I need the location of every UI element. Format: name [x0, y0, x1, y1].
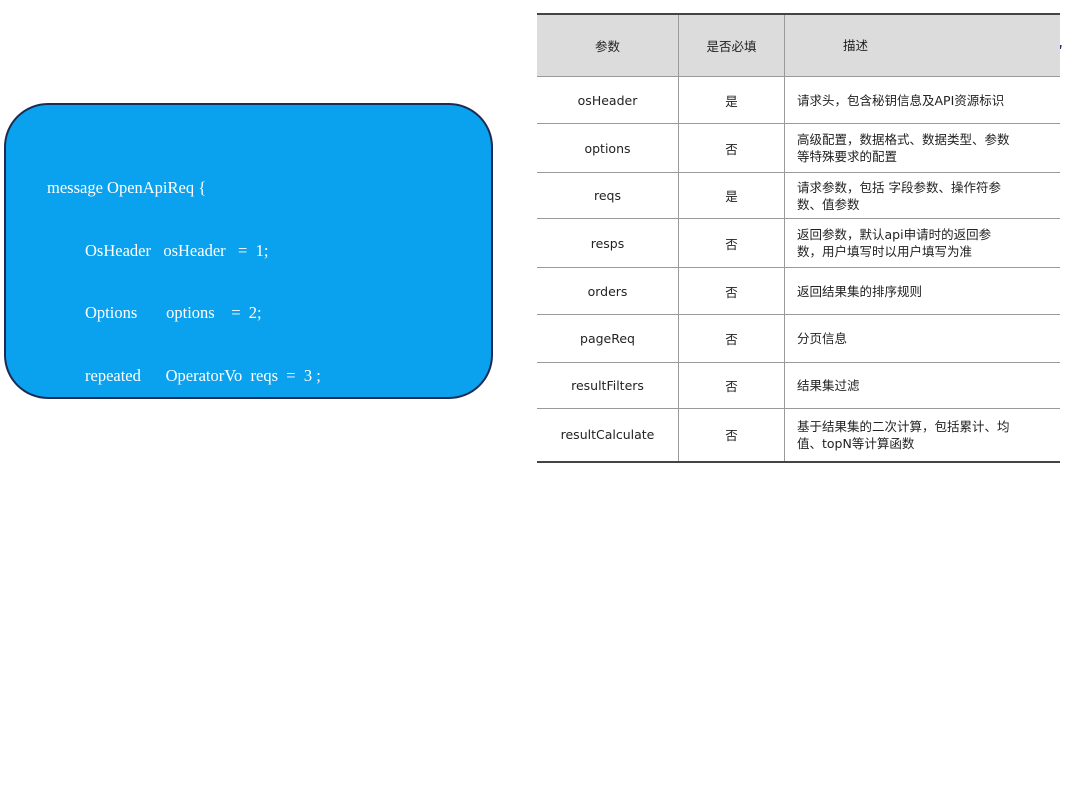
code-line: ResultCalculate resultCalculate = 8; [47, 678, 374, 701]
code-text: repeated string [85, 428, 216, 448]
params-table: 参数 是否必填 描述 osHeader 是 请求头，包含秘钥信息及API资源标识… [537, 13, 1060, 463]
param-cell: osHeader [537, 76, 679, 124]
description-cell: 分页信息 [784, 314, 1060, 363]
description-cell: 高级配置，数据格式、数据类型、参数等特殊要求的配置 [784, 123, 1060, 173]
code-line: Options options = 2; [47, 302, 374, 325]
code-text: = 4; [257, 428, 296, 448]
code-line: repeated string resps = 4; [47, 427, 374, 450]
code-text: repepted OperatorVo resulterFilters = 7; [85, 616, 374, 636]
header-required: 是否必填 [678, 14, 785, 77]
code-line: repeated OperatorVo reqs = 3 ; [47, 365, 374, 388]
header-param: 参数 [537, 14, 679, 77]
table-row: resps 否 返回参数，默认api申请时的返回参数，用户填写时以用户填写为准 [537, 218, 1060, 268]
description-cell: 返回参数，默认api申请时的返回参数，用户填写时以用户填写为准 [784, 218, 1060, 268]
description-cell: 基于结果集的二次计算，包括累计、均值、topN等计算函数 [784, 408, 1060, 463]
code-text: PageReq pageReq = 6; [85, 553, 269, 573]
table-row: orders 否 返回结果集的排序规则 [537, 267, 1060, 315]
table-row: osHeader 是 请求头，包含秘钥信息及API资源标识 [537, 76, 1060, 124]
required-cell: 否 [678, 123, 785, 173]
code-block: message OpenApiReq { OsHeader osHeader =… [47, 137, 374, 803]
code-line: repepted OperatorVo resulterFilters = 7; [47, 615, 374, 638]
code-field-name: resps [215, 428, 258, 448]
param-cell: pageReq [537, 314, 679, 363]
param-cell: resultFilters [537, 362, 679, 409]
table-row: resultCalculate 否 基于结果集的二次计算，包括累计、均值、top… [537, 408, 1060, 463]
code-line: repeated string orders = 5; [47, 490, 374, 513]
code-text: repeated OperatorVo reqs = 3 ; [85, 365, 321, 385]
required-cell: 是 [678, 172, 785, 219]
code-text: OsHeader osHeader = 1; [85, 240, 269, 260]
param-cell: resps [537, 218, 679, 268]
param-cell: orders [537, 267, 679, 315]
description-cell: 返回结果集的排序规则 [784, 267, 1060, 315]
table-row: pageReq 否 分页信息 [537, 314, 1060, 363]
code-line: OsHeader osHeader = 1; [47, 240, 374, 263]
table-row: resultFilters 否 结果集过滤 [537, 362, 1060, 409]
param-cell: options [537, 123, 679, 173]
table-row: options 否 高级配置，数据格式、数据类型、参数等特殊要求的配置 [537, 123, 1060, 173]
description-cell: 结果集过滤 [784, 362, 1060, 409]
description-cell: 请求头，包含秘钥信息及API资源标识 [784, 76, 1060, 124]
required-cell: 否 [678, 314, 785, 363]
param-cell: reqs [537, 172, 679, 219]
code-text: ResultCalculate resultCalculate = 8; [85, 678, 332, 698]
table-header-row: 参数 是否必填 描述 [537, 14, 1060, 77]
code-text: } [47, 741, 55, 761]
code-panel: message OpenApiReq { OsHeader osHeader =… [4, 103, 493, 760]
required-cell: 否 [678, 362, 785, 409]
code-line: } [47, 740, 374, 763]
required-cell: 否 [678, 408, 785, 463]
code-text: repeated string [85, 490, 216, 510]
code-line: PageReq pageReq = 6; [47, 553, 374, 576]
table-row: reqs 是 请求参数，包括 字段参数、操作符参数、值参数 [537, 172, 1060, 219]
header-description: 描述 [784, 14, 1060, 77]
description-cell: 请求参数，包括 字段参数、操作符参数、值参数 [784, 172, 1060, 219]
code-text: message OpenApiReq { [47, 178, 207, 197]
code-text: = 5; [263, 490, 303, 510]
required-cell: 否 [678, 218, 785, 268]
required-cell: 是 [678, 76, 785, 124]
required-cell: 否 [678, 267, 785, 315]
code-line: message OpenApiReq { [47, 177, 374, 200]
param-cell: resultCalculate [537, 408, 679, 463]
code-field-name: orders [215, 490, 264, 510]
code-text: Options options = 2; [85, 303, 262, 323]
